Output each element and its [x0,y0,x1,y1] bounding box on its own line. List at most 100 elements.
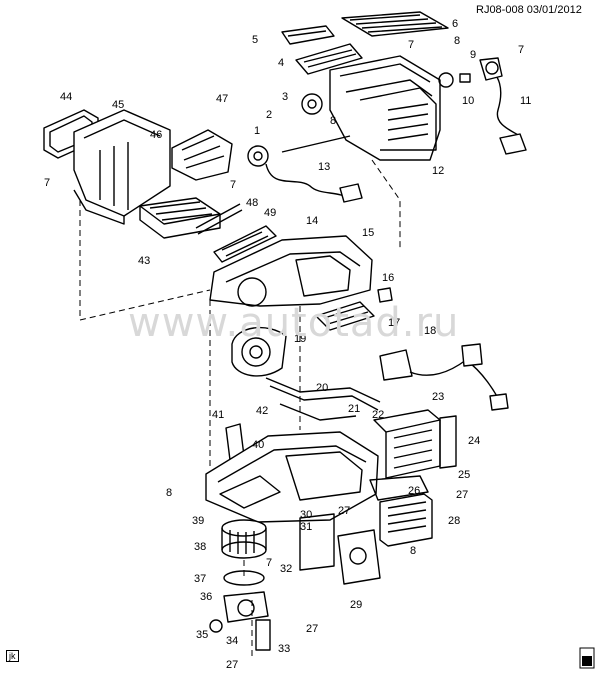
part-9-grommet [438,72,454,88]
callout-19: 19 [294,333,306,345]
part-34-blower-motor [223,591,269,623]
watermark: www.autotad.ru [128,300,460,346]
part-33-strap [255,619,271,651]
callout-46: 46 [150,129,162,141]
ref-code: RJ08-008 [476,4,524,16]
part-11-harness [479,57,527,155]
callout-8: 8 [330,115,336,127]
part-26-duct [369,475,429,501]
callout-16: 16 [382,272,394,284]
callout-40: 40 [252,439,264,451]
callout-49: 49 [264,207,276,219]
part-5-bracket [281,25,335,45]
callout-18: 18 [424,325,436,337]
callout-8: 8 [166,487,172,499]
part-20-pipe [265,377,381,403]
part-24-seal [439,415,457,469]
callout-24: 24 [468,435,480,447]
part-19-scroll [231,326,287,377]
part-6-grille [341,11,449,37]
callout-39: 39 [192,515,204,527]
part-49-panel [213,225,277,263]
part-28-evaporator [379,493,433,547]
callout-27: 27 [306,623,318,635]
callout-7: 7 [44,177,50,189]
part-16-clip [377,287,393,303]
callout-27: 27 [338,505,350,517]
callout-17: 17 [388,317,400,329]
callout-15: 15 [362,227,374,239]
part-18-harness [379,343,509,411]
callout-13: 13 [318,161,330,173]
upper-case-assembly [329,55,441,161]
part-31-tube [299,513,335,571]
callout-5: 5 [252,34,258,46]
part-42-pipe [279,403,357,421]
part-17-door [315,301,375,331]
callout-45: 45 [112,99,124,111]
callout-35: 35 [196,629,208,641]
callout-36: 36 [200,591,212,603]
part-3-actuator [301,93,323,115]
part-4-door [295,43,363,75]
callout-22: 22 [372,409,384,421]
callout-7: 7 [518,44,524,56]
callout-33: 33 [278,643,290,655]
ref-date: 03/01/2012 [526,4,582,16]
callout-4: 4 [278,57,284,69]
callout-9: 9 [470,49,476,61]
callout-27: 27 [456,489,468,501]
callout-26: 26 [408,485,420,497]
callout-7: 7 [408,39,414,51]
callout-14: 14 [306,215,318,227]
callout-29: 29 [350,599,362,611]
callout-6: 6 [452,18,458,30]
callout-12: 12 [432,165,444,177]
callout-27: 27 [226,659,238,671]
part-1-actuator [247,145,269,167]
callout-47: 47 [216,93,228,105]
diagram-ref: RJ08-008 03/01/2012 [476,4,582,16]
part-45-filter-housing [73,109,171,225]
callout-30: 30 [300,509,312,521]
part-14-harness [265,163,363,203]
callout-38: 38 [194,541,206,553]
callout-44: 44 [60,91,72,103]
part-46-cover [171,129,233,181]
callout-31: 31 [300,521,312,533]
part-38-blower-wheel [221,519,267,559]
callout-41: 41 [212,409,224,421]
callout-21: 21 [348,403,360,415]
callout-32: 32 [280,563,292,575]
callout-1: 1 [254,125,260,137]
part-29-actuator-bracket [337,529,381,585]
callout-7: 7 [230,179,236,191]
part-10-clip [459,73,471,83]
callout-11: 11 [520,95,531,107]
part-48-strip [195,203,243,235]
part-43-filter [139,197,221,239]
callout-layer: 6 5 7 8 9 7 4 10 11 44 45 47 3 2 8 46 1 … [44,18,531,671]
callout-20: 20 [316,382,328,394]
corner-tag: jk [6,650,19,662]
lower-case-assembly [205,431,379,523]
callout-2: 2 [266,109,272,121]
page-icon [579,647,595,669]
callout-37: 37 [194,573,206,585]
callout-28: 28 [448,515,460,527]
callout-8: 8 [410,545,416,557]
callout-10: 10 [462,95,474,107]
callout-23: 23 [432,391,444,403]
callout-43: 43 [138,255,150,267]
callout-48: 48 [246,197,258,209]
part-15-mid-case [209,235,373,307]
callout-8: 8 [454,35,460,47]
callout-25: 25 [458,469,470,481]
callout-42: 42 [256,405,268,417]
callout-34: 34 [226,635,238,647]
part-35-resistor [209,619,223,633]
callout-3: 3 [282,91,288,103]
callout-7: 7 [266,557,272,569]
